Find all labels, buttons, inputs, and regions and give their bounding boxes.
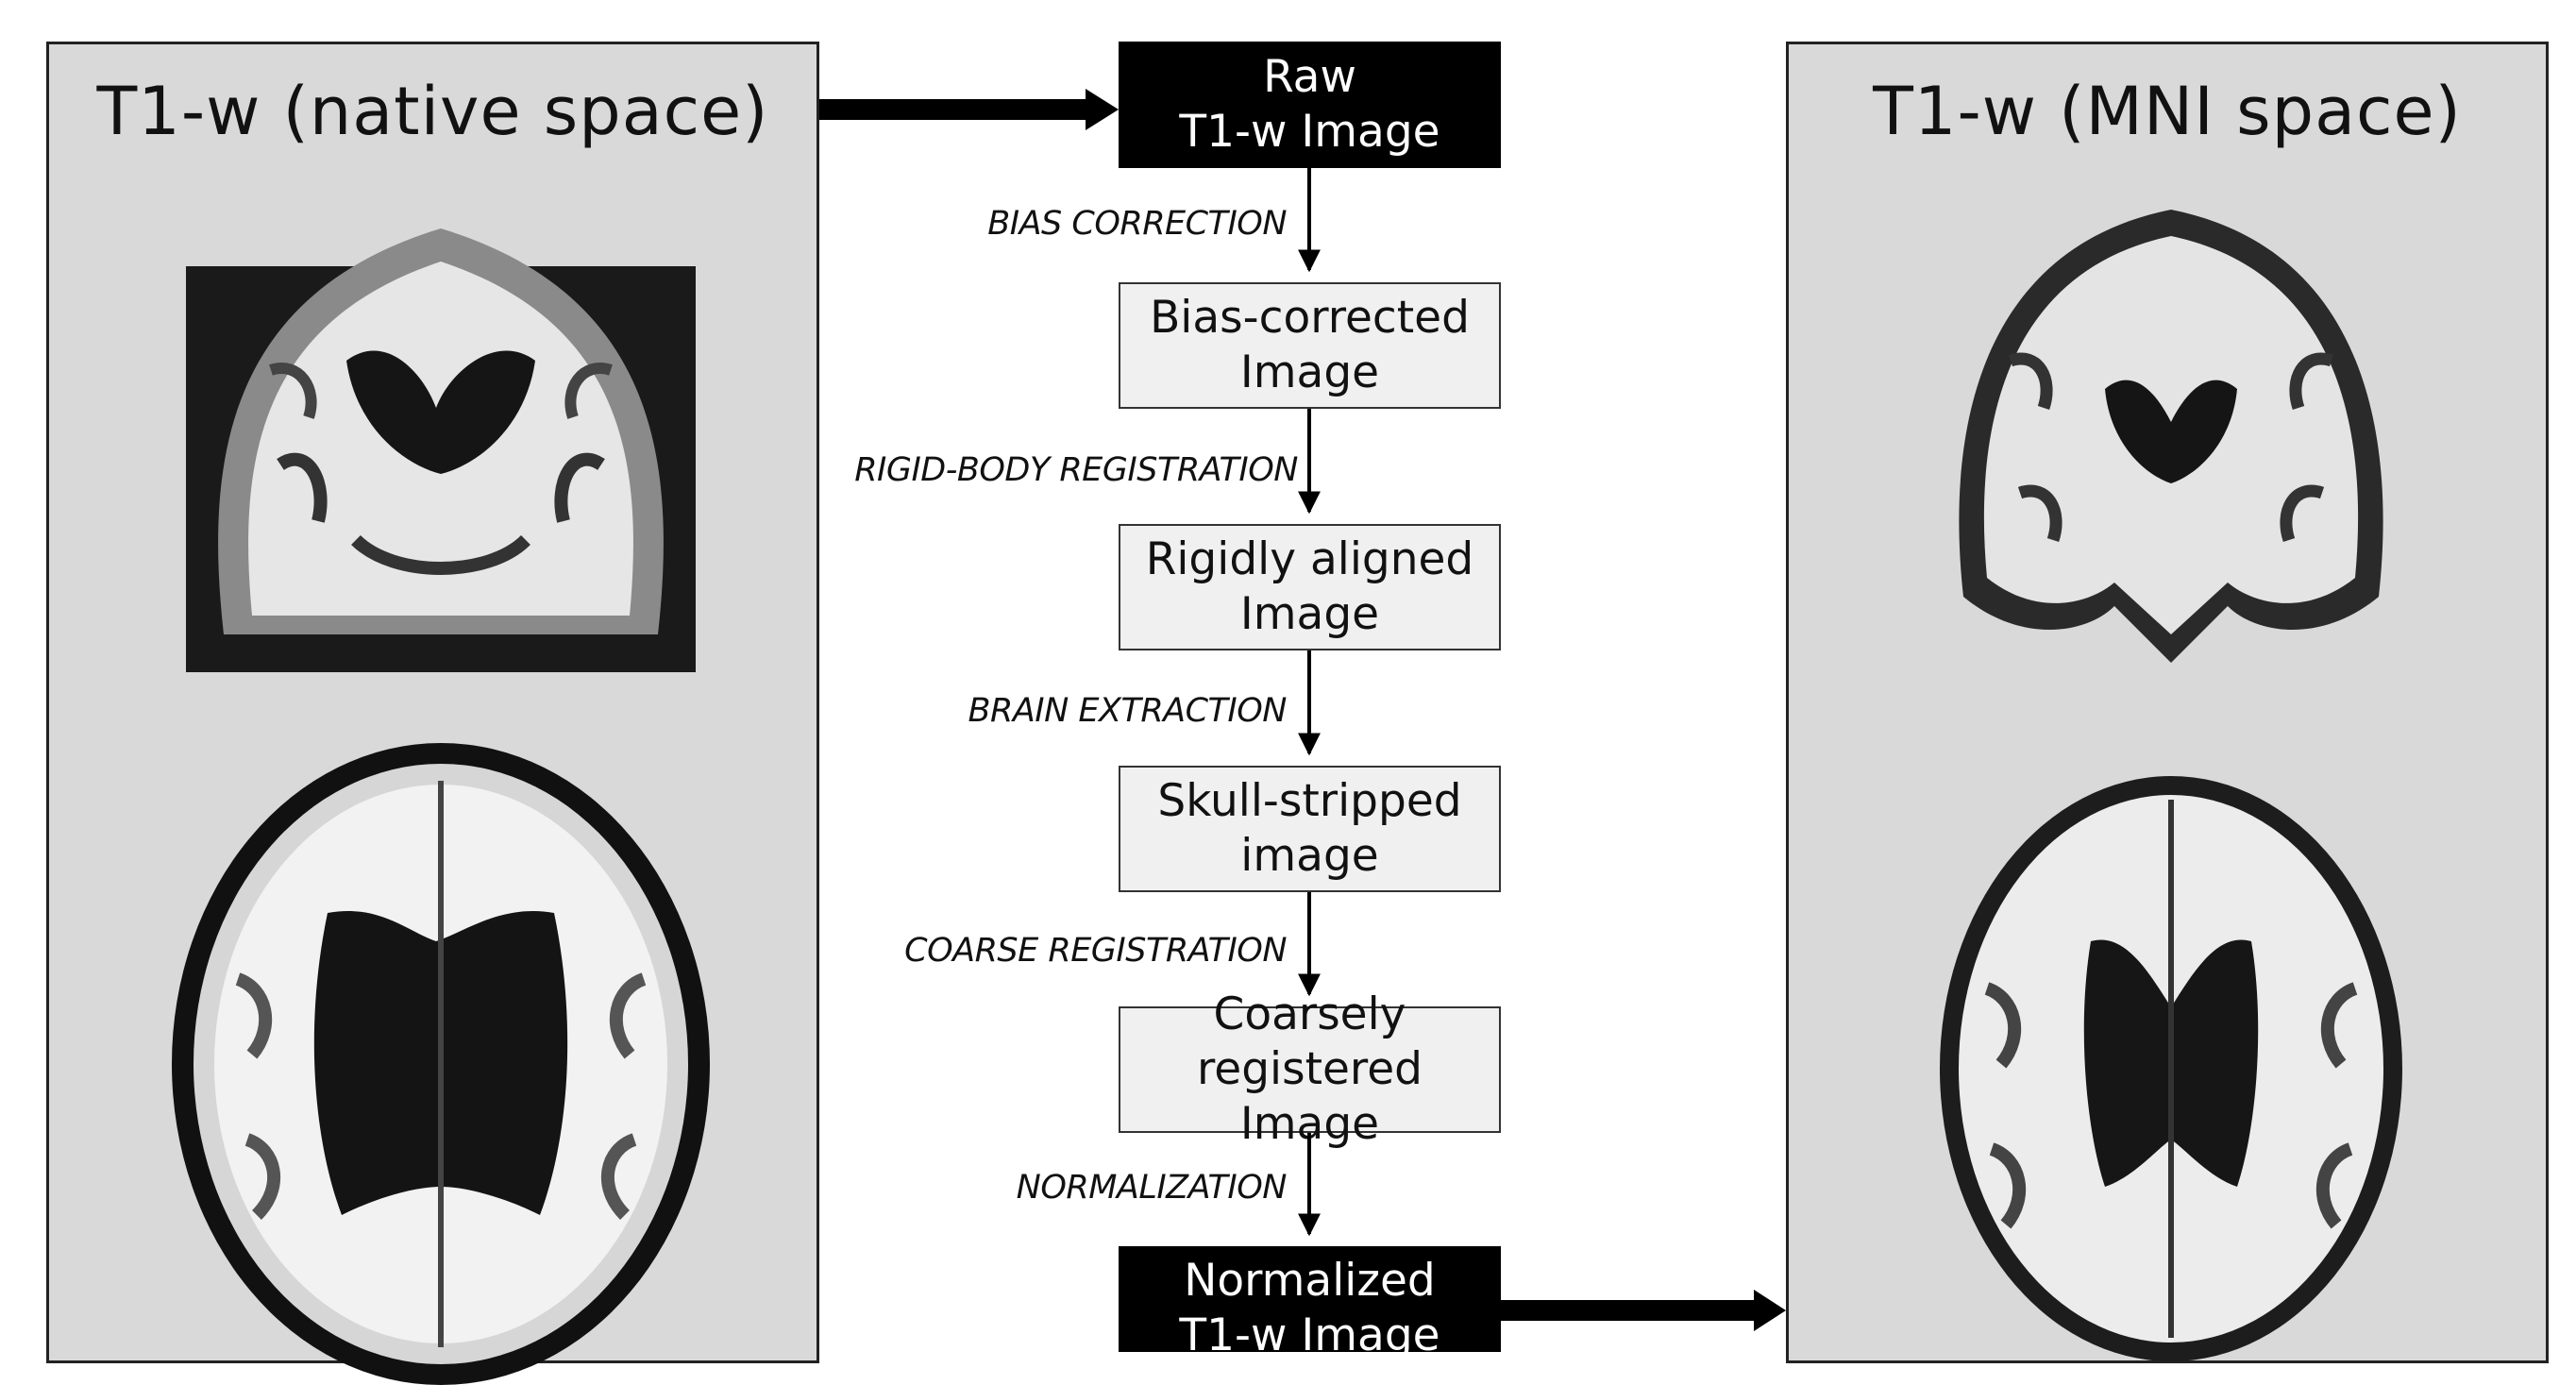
arrow-normalized-to-mni (1501, 1290, 1786, 1331)
mni-space-title: T1-w (MNI space) (1873, 73, 2462, 150)
raw-image-box: Raw T1-w Image (1119, 42, 1501, 168)
skull-stripped-box: Skull-stripped image (1119, 766, 1501, 892)
arrow-native-to-raw (819, 89, 1119, 130)
native-space-panel: T1-w (native space) (46, 42, 819, 1385)
bias-corrected-box: Bias-corrected Image (1119, 282, 1501, 409)
flow-arrows (819, 89, 1786, 1331)
step-label-brain-extraction: BRAIN EXTRACTION (968, 692, 1287, 730)
native-space-title: T1-w (native space) (96, 73, 769, 150)
native-coronal-brain-image (186, 228, 696, 672)
step-label-rigid-body-registration: RIGID-BODY REGISTRATION (854, 451, 1298, 489)
mni-axial-brain-image (1940, 776, 2402, 1361)
mni-space-panel: T1-w (MNI space) (1786, 42, 2549, 1363)
native-axial-brain-image (172, 743, 710, 1385)
mni-coronal-brain-image (1959, 210, 2383, 663)
step-label-bias-correction: BIAS CORRECTION (987, 205, 1287, 243)
step-label-normalization: NORMALIZATION (1016, 1169, 1288, 1207)
rigidly-aligned-box: Rigidly aligned Image (1119, 524, 1501, 650)
step-label-coarse-registration: COARSE REGISTRATION (904, 932, 1287, 970)
